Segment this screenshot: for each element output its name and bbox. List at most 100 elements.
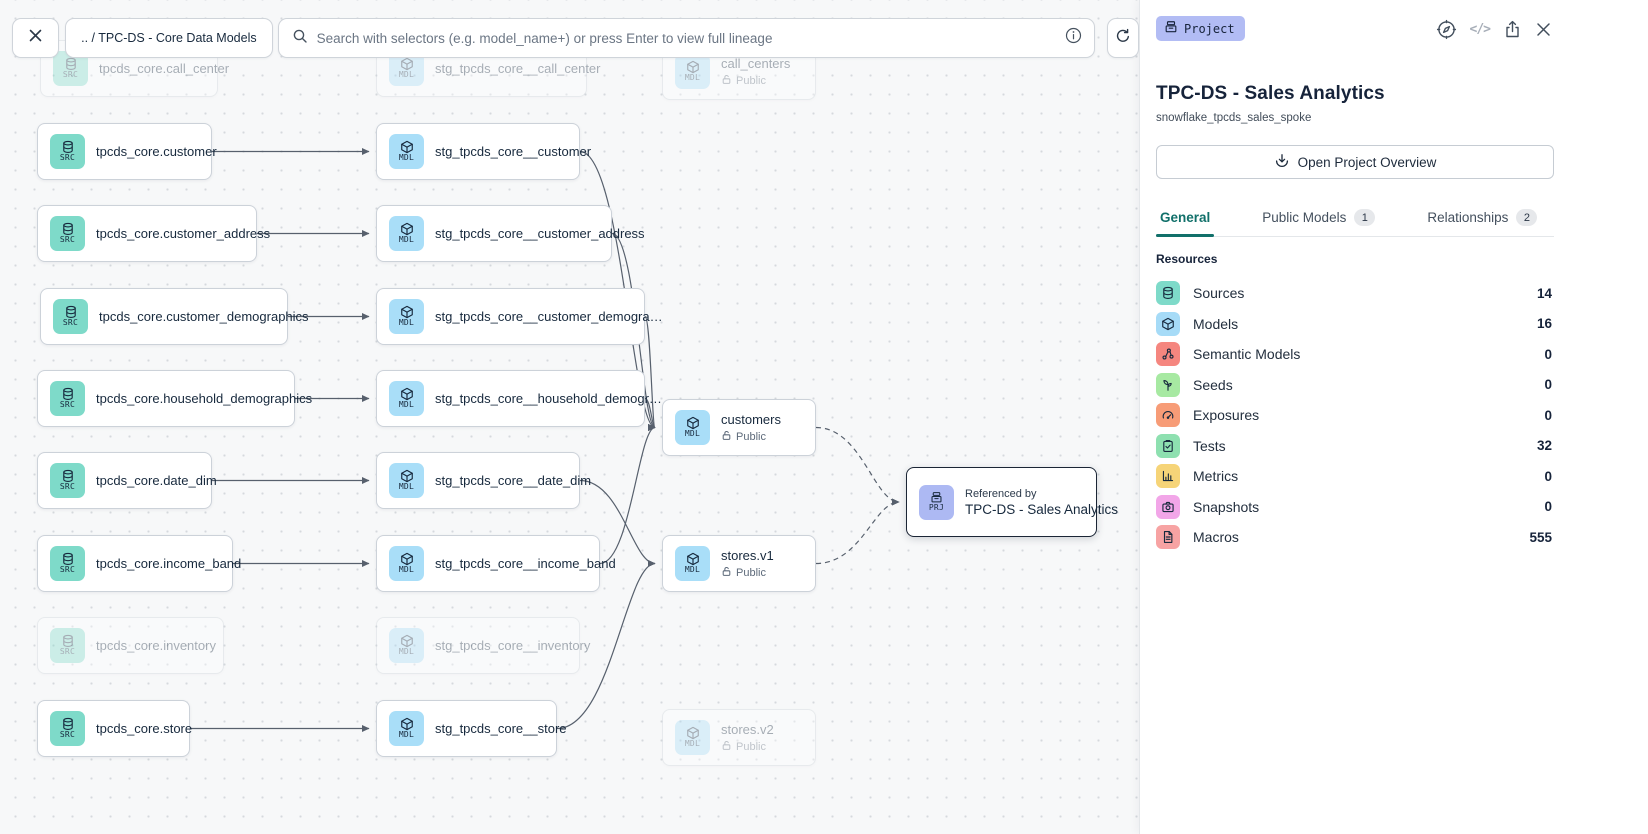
page-title: TPC-DS - Sales Analytics <box>1156 83 1385 104</box>
source-badge-icon: SRC <box>50 628 85 663</box>
node-label: tpcds_core.customer <box>96 144 217 159</box>
node-label: stg_tpcds_core__income_band <box>435 556 616 571</box>
node-type-abbr: MDL <box>398 318 415 328</box>
clipboard-check-icon <box>1156 433 1180 458</box>
resource-count: 0 <box>1544 468 1552 484</box>
public-label: Public <box>736 430 766 443</box>
node-label: stg_tpcds_core__household_demogr… <box>435 391 662 406</box>
close-icon <box>28 28 43 48</box>
referenced-by-label: Referenced by <box>965 487 1037 500</box>
model-badge-icon: MDL <box>389 711 424 746</box>
breadcrumb[interactable]: .. / TPC-DS - Core Data Models <box>65 18 273 58</box>
resource-row-metrics: Metrics 0 <box>1156 461 1552 492</box>
open-project-overview-button[interactable]: Open Project Overview <box>1156 145 1554 179</box>
graph-node-mdl_household_demographics[interactable]: MDL stg_tpcds_core__household_demogr… <box>376 370 662 427</box>
node-type-abbr: SRC <box>62 318 79 328</box>
resource-label: Metrics <box>1193 468 1239 485</box>
node-label: tpcds_core.inventory <box>96 638 216 653</box>
node-type-abbr: SRC <box>59 400 76 410</box>
model-badge-icon: MDL <box>389 134 424 169</box>
graph-node-src_inventory[interactable]: SRC tpcds_core.inventory <box>37 617 224 674</box>
tab-general[interactable]: General <box>1156 202 1215 237</box>
source-badge-icon: SRC <box>50 711 85 746</box>
edge-mdl_customer_demographics-to-pub_customers <box>644 315 656 431</box>
node-type-abbr: SRC <box>59 565 76 575</box>
graph-node-src_customer_address[interactable]: SRC tpcds_core.customer_address <box>37 205 270 262</box>
close-panel-icon[interactable] <box>1535 21 1552 38</box>
node-label: tpcds_core.customer_address <box>96 226 271 241</box>
refresh-button[interactable] <box>1106 18 1139 58</box>
resource-count: 0 <box>1544 407 1552 423</box>
lineage-toolbar: .. / TPC-DS - Core Data Models <box>0 18 1139 58</box>
code-icon[interactable]: </> <box>1469 22 1492 37</box>
resource-count: 0 <box>1544 499 1552 515</box>
resource-count: 555 <box>1529 529 1552 545</box>
node-type-abbr: MDL <box>398 482 415 492</box>
node-label: tpcds_core.date_dim <box>96 473 217 488</box>
node-access-row: Public <box>721 430 781 444</box>
edge-mdl_income_band-to-pub_customers <box>599 423 656 565</box>
semantic-graph-icon <box>1156 342 1180 367</box>
model-badge-icon: MDL <box>389 299 424 334</box>
graph-node-mdl_date_dim[interactable]: MDL stg_tpcds_core__date_dim <box>376 452 591 509</box>
source-badge-icon: SRC <box>50 134 85 169</box>
model-badge-icon: MDL <box>675 720 710 755</box>
resource-row-exposures: Exposures 0 <box>1156 400 1552 431</box>
node-type-abbr: MDL <box>684 739 701 749</box>
graph-node-mdl_income_band[interactable]: MDL stg_tpcds_core__income_band <box>376 535 616 592</box>
info-icon[interactable] <box>1065 27 1082 49</box>
resource-count: 0 <box>1544 346 1552 362</box>
node-label: stg_tpcds_core__date_dim <box>435 473 592 488</box>
node-type-abbr: SRC <box>59 153 76 163</box>
source-badge-icon: SRC <box>50 216 85 251</box>
node-access-row: Public <box>721 566 774 580</box>
node-access-row: Public <box>721 740 774 754</box>
tab-label: Relationships <box>1427 210 1509 225</box>
graph-node-src_customer[interactable]: SRC tpcds_core.customer <box>37 123 217 180</box>
public-label: Public <box>736 740 766 753</box>
refresh-icon <box>1115 28 1131 49</box>
share-icon[interactable] <box>1503 20 1522 39</box>
tab-label: Public Models <box>1262 210 1347 225</box>
graph-node-mdl_store[interactable]: MDL stg_tpcds_core__store <box>376 700 567 757</box>
unlock-icon <box>721 430 732 444</box>
resource-label: Exposures <box>1193 407 1260 424</box>
cube-icon <box>1156 311 1180 336</box>
search-input[interactable] <box>316 30 1056 46</box>
node-type-abbr: MDL <box>398 153 415 163</box>
resource-label: Seeds <box>1193 376 1233 393</box>
project-icon <box>1164 20 1178 37</box>
node-type-abbr: MDL <box>684 429 701 439</box>
close-lineage-button[interactable] <box>12 18 60 58</box>
node-label: stg_tpcds_core__store <box>435 721 567 736</box>
node-label: call_centers <box>721 55 791 71</box>
explore-compass-icon[interactable] <box>1436 19 1457 40</box>
node-label: stg_tpcds_core__inventory <box>435 638 591 653</box>
node-label: stg_tpcds_core__customer_demogra… <box>435 309 663 324</box>
node-type-abbr: MDL <box>398 400 415 410</box>
unlock-icon <box>721 566 732 580</box>
model-badge-icon: MDL <box>389 546 424 581</box>
bar-chart-icon <box>1156 464 1180 489</box>
graph-node-mdl_customer_demographics[interactable]: MDL stg_tpcds_core__customer_demogra… <box>376 288 663 345</box>
node-type-abbr: PRJ <box>928 503 945 513</box>
public-label: Public <box>736 74 766 87</box>
